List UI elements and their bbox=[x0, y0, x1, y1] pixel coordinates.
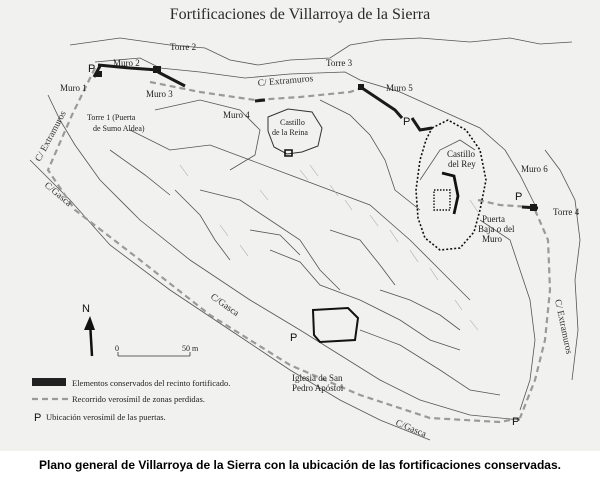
legend-p-text: Ubicación verosímil de las puertas. bbox=[46, 412, 166, 422]
figure-caption: Plano general de Villarroya de la Sierra… bbox=[39, 458, 561, 472]
lost-wall-west bbox=[46, 67, 521, 424]
label-torre-2: Torre 2 bbox=[170, 42, 196, 52]
scale-end: 50 m bbox=[182, 344, 199, 353]
block-outline bbox=[47, 94, 521, 421]
gate-marker-torre-1: P bbox=[88, 63, 95, 75]
label-torre-1-b: de Sumo Aldea) bbox=[93, 124, 145, 133]
label-castillo-rey-b: del Rey bbox=[448, 159, 476, 169]
gate-marker-south: P bbox=[512, 416, 519, 428]
label-puerta-baja-c: Muro bbox=[482, 234, 502, 244]
label-street-extramuros-right: C/ Extramuros bbox=[552, 299, 573, 356]
label-street-gasca-mid: C/Gasca bbox=[208, 292, 241, 319]
label-iglesia-b: Pedro Apóstol bbox=[292, 383, 344, 393]
lost-wall-east bbox=[518, 209, 552, 419]
block-outline bbox=[129, 129, 471, 301]
castillo-reina-structure bbox=[284, 149, 293, 157]
block-outline bbox=[94, 57, 536, 206]
block-outline bbox=[249, 229, 301, 256]
label-torre-3: Torre 3 bbox=[326, 58, 353, 68]
muro-5 bbox=[361, 86, 404, 119]
torre-3-marker bbox=[358, 84, 364, 90]
label-torre-1-a: Torre 1 (Puerta bbox=[87, 113, 136, 122]
label-muro-5: Muro 5 bbox=[386, 83, 413, 93]
torre-2-marker bbox=[153, 66, 161, 73]
label-muro-6: Muro 6 bbox=[521, 164, 548, 174]
legend: Elementos conservados del recinto fortif… bbox=[32, 378, 230, 424]
legend-solid-swatch bbox=[32, 378, 66, 386]
label-castillo-reina-a: Castillo bbox=[280, 118, 305, 127]
label-iglesia-a: Iglesia de San bbox=[292, 373, 343, 383]
lost-wall-route bbox=[46, 67, 552, 424]
block-outline bbox=[329, 229, 396, 286]
muro-rey bbox=[410, 117, 433, 132]
block-outline bbox=[379, 289, 461, 331]
legend-dashed-text: Recorrido verosímil de zonas perdidas. bbox=[72, 394, 205, 404]
label-street-gasca-right: C/Gasca bbox=[394, 419, 428, 441]
legend-p-symbol: P bbox=[34, 412, 41, 424]
label-puerta-baja-a: Puerta bbox=[482, 214, 505, 224]
block-outline bbox=[174, 189, 231, 261]
block-outline bbox=[109, 149, 171, 196]
castillo-rey-wall bbox=[441, 171, 460, 215]
label-muro-2: Muro 2 bbox=[113, 58, 140, 68]
muro-2 bbox=[97, 63, 159, 72]
gate-marker-castillo-rey: P bbox=[403, 116, 410, 128]
terrain-hatching bbox=[179, 164, 494, 331]
scale-bar: 0 50 m bbox=[115, 344, 199, 357]
north-arrow-head bbox=[84, 316, 95, 330]
lost-wall-north bbox=[149, 80, 363, 102]
block-outline bbox=[359, 329, 501, 396]
muro-3 bbox=[157, 70, 186, 88]
castillo-rey-inner bbox=[433, 189, 451, 211]
scale-start: 0 bbox=[115, 344, 119, 353]
muro-4 bbox=[254, 98, 266, 103]
iglesia-outline bbox=[311, 306, 360, 344]
block-outline bbox=[479, 219, 536, 411]
block-outline bbox=[269, 249, 461, 351]
label-castillo-rey-a: Castillo bbox=[447, 149, 476, 159]
torre-1-marker bbox=[96, 71, 102, 77]
street-blocks bbox=[29, 37, 581, 441]
block-outline bbox=[319, 99, 421, 211]
legend-solid-text: Elementos conservados del recinto fortif… bbox=[72, 378, 230, 388]
label-muro-4: Muro 4 bbox=[223, 110, 250, 120]
map-canvas: Torre 2 Torre 3 Torre 4 Torre 1 (Puerta … bbox=[29, 37, 581, 441]
label-street-extramuros-top: C/ Extramuros bbox=[257, 74, 314, 89]
north-arrow: N bbox=[82, 303, 95, 357]
block-outline bbox=[419, 139, 476, 181]
castillo-rey-enclosure bbox=[415, 119, 487, 251]
castillo-reina-outline bbox=[267, 108, 323, 155]
map-sheet: Torre 2 Torre 3 Torre 4 Torre 1 (Puerta … bbox=[0, 0, 600, 451]
block-outline bbox=[29, 159, 431, 441]
lost-wall-gate bbox=[477, 198, 531, 209]
block-outline bbox=[199, 189, 341, 291]
label-muro-3: Muro 3 bbox=[146, 89, 173, 99]
block-outline bbox=[69, 37, 573, 66]
map-title: Fortificaciones de Villarroya de la Sier… bbox=[169, 6, 431, 23]
north-label: N bbox=[82, 303, 90, 315]
block-outline bbox=[154, 99, 261, 171]
gate-marker-puerta-baja: P bbox=[515, 191, 522, 203]
label-muro-1: Muro 1 bbox=[60, 83, 87, 93]
block-outline bbox=[544, 149, 581, 381]
label-torre-4: Torre 4 bbox=[553, 207, 580, 217]
gate-marker-iglesia: P bbox=[290, 332, 297, 344]
conserved-walls bbox=[92, 63, 539, 210]
gate-markers: P P P P P bbox=[88, 63, 522, 428]
map-labels: Torre 2 Torre 3 Torre 4 Torre 1 (Puerta … bbox=[34, 42, 580, 440]
label-puerta-baja-b: Baja o del bbox=[478, 224, 515, 234]
torre-4-marker bbox=[530, 204, 537, 211]
label-castillo-reina-b: de la Reina bbox=[272, 128, 308, 137]
